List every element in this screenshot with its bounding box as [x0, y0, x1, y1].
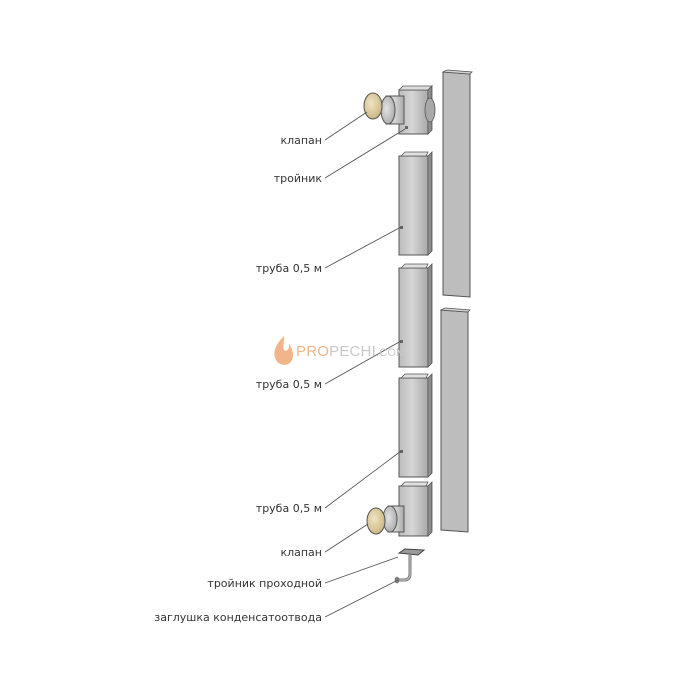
- label-tee-pass: тройник проходной: [207, 577, 322, 590]
- svg-text:PROPECHI.COM: PROPECHI.COM: [296, 343, 405, 360]
- label-valve-top: клапан: [280, 134, 322, 147]
- wall-panel-upper: [441, 69, 473, 298]
- valve-top: [363, 92, 383, 120]
- pipe-1: [398, 151, 433, 256]
- tee-pass-through: [382, 481, 433, 537]
- label-pipe-3: труба 0,5 м: [256, 502, 322, 515]
- flame-icon: [274, 336, 294, 365]
- label-condensate-plug: заглушка конденсатоотвода: [154, 611, 322, 624]
- label-valve-bottom: клапан: [280, 546, 322, 559]
- tee-top: [380, 85, 436, 135]
- leader-lines: [324, 111, 406, 618]
- label-tee-top: тройник: [274, 172, 323, 185]
- condensate-plug: [394, 548, 426, 584]
- pipe-2: [398, 263, 433, 368]
- label-pipe-2: труба 0,5 м: [256, 378, 322, 391]
- valve-bottom: [366, 507, 386, 535]
- label-pipe-1: труба 0,5 м: [256, 262, 322, 275]
- wall-panel-lower: [439, 307, 471, 533]
- watermark-com: .COM: [376, 347, 406, 359]
- pipe-3: [398, 373, 433, 478]
- watermark-pro: PRO: [296, 343, 329, 360]
- watermark: PROPECHI.COM: [274, 336, 405, 365]
- watermark-pechi: PECHI: [329, 343, 376, 360]
